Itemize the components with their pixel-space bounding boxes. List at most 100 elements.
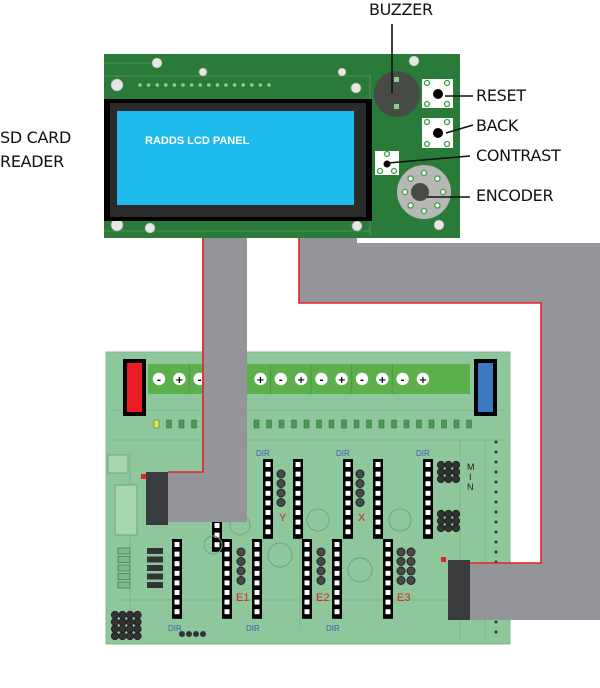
contrast-potentiometer[interactable]: [375, 151, 399, 175]
component-pad: [443, 140, 451, 148]
socket-pin: [385, 599, 391, 605]
header-pad: [250, 83, 254, 87]
header-pin: [406, 547, 416, 557]
lcd-panel-label: RADDS LCD PANEL: [145, 135, 250, 147]
jumper-pin: [436, 523, 446, 533]
socket-pin: [295, 529, 301, 535]
socket-pin: [385, 561, 391, 567]
jumper-pin: [118, 617, 127, 627]
via: [494, 490, 498, 494]
driver-socket: [172, 539, 182, 619]
via: [494, 480, 498, 484]
socket-pin: [174, 580, 180, 586]
buzzer[interactable]: [374, 71, 420, 117]
header-pin: [186, 631, 192, 637]
jumper-pin: [118, 631, 127, 641]
smd-led: [378, 419, 385, 429]
reset-button[interactable]: [422, 79, 453, 108]
stepper-label-e2: E2: [316, 592, 329, 604]
socket-pin: [224, 590, 230, 595]
header-pad: [267, 83, 271, 87]
callout-sd-card-line2: READER: [0, 152, 64, 171]
header-pin: [316, 576, 326, 585]
via: [494, 550, 498, 554]
socket-pin: [224, 542, 230, 547]
header-pin: [406, 557, 416, 566]
mounting-screw: [408, 55, 420, 67]
encoder-knob[interactable]: [411, 183, 429, 201]
terminal-polarity: -: [279, 375, 283, 386]
jumper-pin: [110, 631, 120, 641]
smd-led: [303, 419, 310, 429]
fuse-f2: [123, 359, 146, 416]
socket-pin: [254, 570, 260, 576]
stepper-label-e1: E1: [236, 592, 249, 604]
jumper-pin: [110, 624, 120, 634]
component-pad: [423, 79, 431, 87]
socket-pin: [265, 529, 271, 535]
socket-pin: [254, 590, 260, 595]
socket-pin: [425, 510, 431, 515]
thermistor-resistor: [117, 556, 131, 563]
header-pin: [276, 488, 286, 498]
dir-label: DIR: [256, 449, 270, 458]
socket-pin: [425, 471, 431, 477]
socket-pin: [385, 609, 391, 615]
socket-pin: [174, 590, 180, 595]
socket-pin: [254, 609, 260, 615]
socket-pin: [345, 471, 351, 477]
socket-pin: [425, 529, 431, 535]
socket-pin: [174, 542, 180, 547]
component-pad: [423, 140, 431, 148]
header-pin: [236, 576, 246, 585]
jumper-pin: [125, 624, 135, 634]
terminal-polarity: +: [378, 375, 386, 386]
socket-pin: [224, 599, 230, 605]
socket-pin: [345, 510, 351, 515]
ribbon-cable-right: [298, 237, 600, 620]
pin1-marker: [141, 474, 146, 479]
component-pad: [376, 167, 384, 175]
terminal-polarity: -: [198, 375, 202, 386]
header-pin: [236, 557, 246, 566]
socket-pin: [295, 490, 301, 496]
thermistor-resistor: [117, 581, 131, 589]
socket-pin: [425, 490, 431, 496]
smd-led: [253, 419, 260, 429]
red-wire-right: [298, 237, 542, 564]
socket-pin: [265, 462, 271, 467]
socket-pin: [375, 462, 381, 467]
socket-pin: [265, 510, 271, 515]
socket-pin: [345, 529, 351, 535]
jumper-pin: [451, 467, 461, 477]
socket-pin: [304, 570, 310, 576]
callout-sd-card-line1: SD CARD: [0, 128, 72, 147]
component-pad: [423, 118, 431, 126]
mounting-screw: [144, 222, 156, 234]
dir-label: DIR: [246, 624, 260, 633]
socket-pin: [375, 500, 381, 506]
header-pin: [236, 566, 246, 576]
driver-socket: [263, 459, 273, 539]
thermistor-header: [147, 565, 163, 571]
via: [494, 470, 498, 474]
socket-pin: [265, 500, 271, 506]
header-pin: [355, 488, 365, 498]
terminal-screw: [376, 372, 389, 386]
encoder-pad: [420, 169, 428, 177]
socket-pin: [345, 500, 351, 506]
socket-pin: [345, 481, 351, 487]
header-pin: [406, 576, 416, 585]
smd-led: [441, 419, 447, 429]
controller-lcd-connector-right: [448, 560, 470, 620]
terminal-polarity: -: [319, 375, 323, 386]
terminal-polarity: +: [175, 375, 183, 386]
terminal-screw: [294, 372, 308, 386]
socket-pin: [295, 462, 301, 467]
component-pads: [376, 79, 451, 215]
mounting-screw: [198, 67, 208, 77]
jumper-pin: [133, 631, 142, 641]
header-pad: [172, 83, 177, 87]
